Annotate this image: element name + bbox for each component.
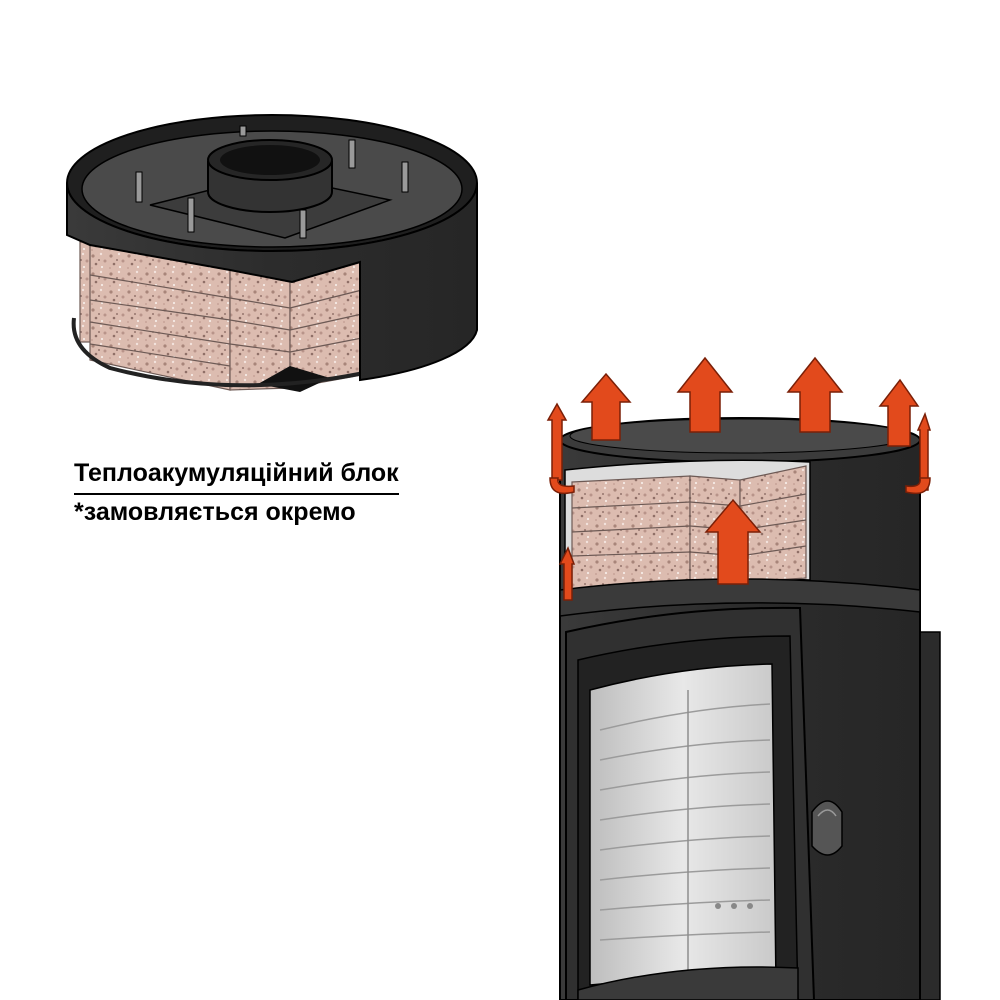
caption: Теплоакумуляційний блок *замовляється ок… [74,456,399,527]
heat-up-arrow-icon [546,402,568,481]
caption-note: *замовляється окремо [74,498,356,526]
heat-up-arrow-icon [878,378,920,447]
caption-title: Теплоакумуляційний блок [74,456,399,495]
stove [559,417,941,1000]
heat-up-arrow-icon [580,372,632,441]
heat-accumulation-block [66,114,478,392]
heat-up-arrow-icon [704,498,762,585]
heat-up-arrow-icon [786,356,844,433]
door-handle-icon [811,800,843,856]
heat-up-arrow-icon [676,356,734,433]
heat-up-arrow-icon [558,546,576,601]
heat-flow [546,356,932,601]
